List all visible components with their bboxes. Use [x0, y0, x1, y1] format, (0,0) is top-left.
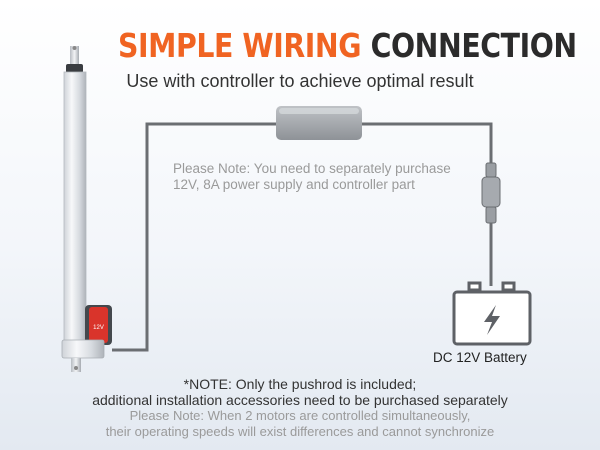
linear-actuator-image: 12V — [61, 46, 112, 372]
bottom-note-line1: *NOTE: Only the pushrod is included; — [183, 376, 417, 392]
wire-actuator-to-supply — [112, 122, 276, 352]
inline-fuse-connector — [481, 162, 501, 224]
subtitle: Use with controller to achieve optimal r… — [126, 71, 474, 91]
battery-label: DC 12V Battery — [433, 350, 527, 365]
actuator-label: 12V — [93, 325, 104, 331]
power-supply-box — [276, 106, 362, 140]
wire — [112, 122, 493, 352]
purchase-note-line1: Please Note: You need to separately purc… — [173, 161, 451, 176]
page-title: SIMPLE WIRING CONNECTION — [118, 26, 577, 66]
purchase-note-line2: 12V, 8A power supply and controller part — [173, 177, 415, 192]
bottom-notes: *NOTE: Only the pushrod is included; add… — [0, 376, 600, 439]
bottom-note-line3: Please Note: When 2 motors are controlle… — [129, 408, 471, 423]
wire-supply-to-battery — [362, 122, 493, 165]
bottom-note-line4: their operating speeds will exist differ… — [105, 423, 495, 439]
purchase-note: Please Note: You need to separately purc… — [173, 161, 451, 193]
title-accent: SIMPLE WIRING — [118, 26, 362, 65]
battery-icon — [452, 281, 532, 346]
bottom-note-line2: additional installation accessories need… — [92, 391, 508, 408]
title-rest: CONNECTION — [370, 26, 578, 65]
